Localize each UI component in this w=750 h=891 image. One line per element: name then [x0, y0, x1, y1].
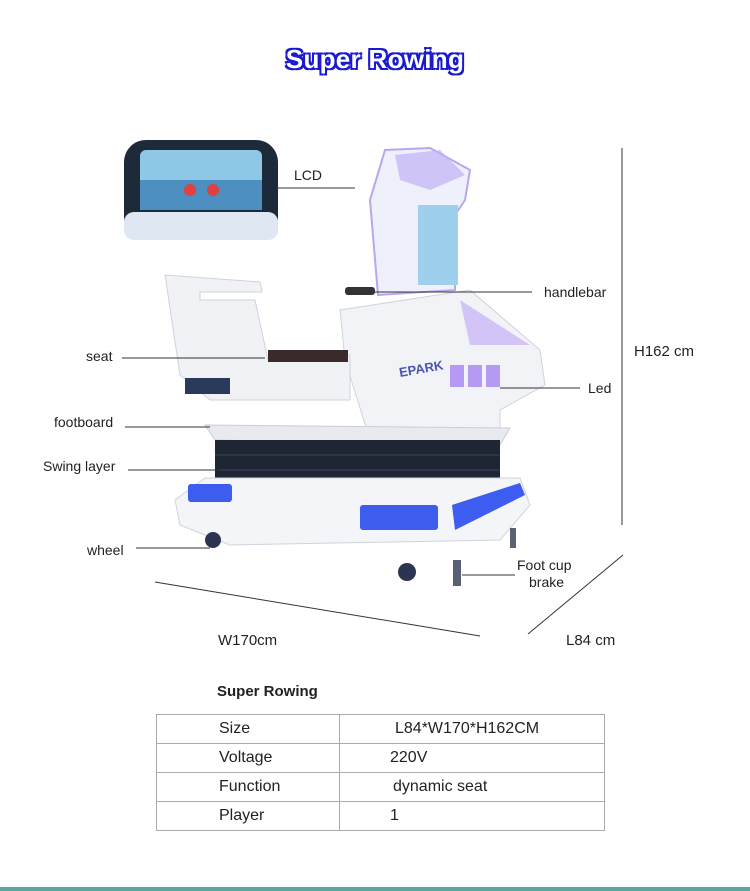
callout-handlebar: handlebar: [544, 284, 607, 300]
spec-value: L84*W170*H162CM: [339, 714, 605, 744]
spec-value: 1: [339, 801, 605, 831]
dimension-width: W170cm: [218, 632, 278, 649]
spec-label: Size: [156, 714, 340, 744]
callout-seat: seat: [86, 348, 113, 364]
callout-wheel: wheel: [87, 542, 124, 558]
lcd-inset-image: [124, 140, 278, 240]
callout-foot-cup: Foot cup: [517, 557, 572, 573]
bottom-divider: [0, 887, 750, 891]
callout-swing-layer: Swing layer: [43, 458, 116, 474]
spec-label: Voltage: [156, 743, 340, 773]
spec-table-title: Super Rowing: [217, 683, 318, 700]
dimension-height: H162 cm: [634, 343, 695, 360]
spec-label: Player: [156, 801, 340, 831]
callout-footboard: footboard: [54, 414, 114, 430]
spec-value: 220V: [339, 743, 605, 773]
page-title: Super Rowing: [285, 44, 465, 74]
callout-brake: brake: [529, 574, 565, 590]
dimension-length: L84 cm: [566, 632, 616, 649]
callout-led: Led: [588, 380, 612, 396]
spec-label: Function: [156, 772, 340, 802]
spec-value: dynamic seat: [339, 772, 605, 802]
leader-lines: [122, 148, 624, 637]
callout-lcd: LCD: [294, 167, 323, 183]
